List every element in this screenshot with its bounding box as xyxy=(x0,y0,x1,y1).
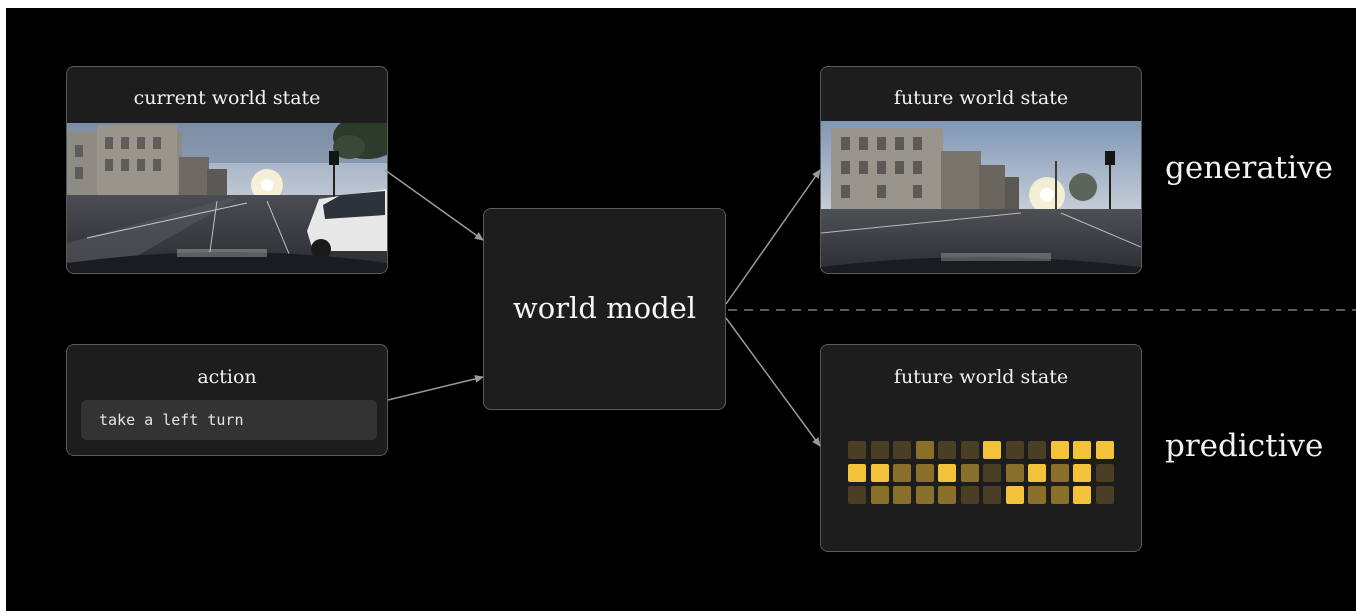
arrow-current-to-model xyxy=(384,169,484,241)
arrow-model-to-predictive xyxy=(725,317,821,447)
future-world-state-generative-card: future world state xyxy=(820,66,1142,274)
future-street-photo xyxy=(821,121,1141,273)
generative-label: generative xyxy=(1165,150,1334,186)
world-model-label: world model xyxy=(512,291,697,325)
current-world-state-card: current world state xyxy=(66,66,388,274)
current-street-photo xyxy=(67,123,387,273)
action-text-field: take a left turn xyxy=(81,400,377,440)
world-model-node: world model xyxy=(483,208,726,410)
token-cell xyxy=(960,441,979,459)
token-cell xyxy=(983,441,1001,459)
token-cell xyxy=(983,463,1001,482)
token-cell xyxy=(1050,486,1069,504)
token-cell xyxy=(1050,463,1069,482)
token-cell xyxy=(1073,441,1091,459)
token-cell xyxy=(893,441,911,459)
token-cell xyxy=(960,463,979,482)
action-title: action xyxy=(197,366,257,388)
token-cell xyxy=(848,441,866,459)
future-world-state-predictive-card: future world state xyxy=(820,344,1142,552)
token-cell xyxy=(1028,441,1046,459)
token-cell xyxy=(983,486,1001,504)
token-cell xyxy=(915,441,934,459)
token-cell xyxy=(915,486,934,504)
future-world-state-generative-title: future world state xyxy=(893,87,1069,109)
current-world-state-title: current world state xyxy=(133,87,321,109)
token-cell xyxy=(1005,463,1024,482)
token-cell xyxy=(1005,486,1024,504)
token-cell xyxy=(915,463,934,482)
arrow-model-to-generative xyxy=(725,169,821,305)
token-cell xyxy=(1073,463,1091,482)
token-cell xyxy=(938,486,956,504)
future-world-state-predictive-title: future world state xyxy=(893,366,1069,388)
token-cell xyxy=(960,486,979,504)
token-cell xyxy=(1028,463,1046,482)
token-cell xyxy=(1095,441,1114,459)
token-cell xyxy=(1028,486,1046,504)
action-card: action take a left turn xyxy=(66,344,388,456)
predictive-label: predictive xyxy=(1165,428,1324,464)
token-cell xyxy=(870,441,889,459)
token-cell xyxy=(1095,463,1114,482)
token-cell xyxy=(1095,486,1114,504)
predicted-token-grid xyxy=(848,441,1116,507)
arrow-action-to-model xyxy=(387,374,484,401)
token-cell xyxy=(870,463,889,482)
token-cell xyxy=(938,463,956,482)
token-cell xyxy=(870,486,889,504)
token-cell xyxy=(848,463,866,482)
token-cell xyxy=(893,463,911,482)
token-cell xyxy=(1073,486,1091,504)
token-cell xyxy=(1005,441,1024,459)
token-cell xyxy=(938,441,956,459)
token-cell xyxy=(1050,441,1069,459)
token-cell xyxy=(848,486,866,504)
token-cell xyxy=(893,486,911,504)
